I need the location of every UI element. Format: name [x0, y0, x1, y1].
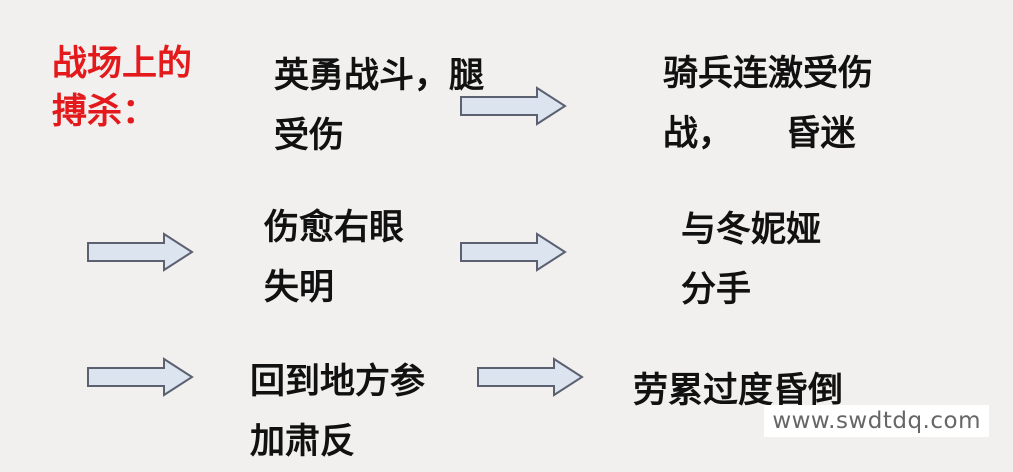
node-line: 回到地方参: [250, 362, 426, 402]
arrow-4-right-block-arrow-icon: [87, 357, 194, 397]
node-line: 战， 昏迷: [663, 114, 856, 154]
node-line: 失明: [264, 268, 335, 308]
node-line: 分手: [681, 270, 752, 310]
diagram-title: 战场上的 搏杀：: [52, 40, 192, 136]
title-line-2: 搏杀：: [52, 92, 158, 132]
arrow-2-right-block-arrow-icon: [87, 232, 194, 272]
node-line: 加肃反: [250, 422, 356, 462]
node-line: 骑兵连激受伤: [663, 54, 874, 94]
watermark: www.swdtdq.com: [764, 405, 989, 437]
node-return-local: 回到地方参 加肃反: [250, 352, 425, 472]
node-line: 伤愈右眼: [264, 208, 405, 248]
node-brave-fight: 英勇战斗，腿 受伤: [274, 46, 484, 166]
node-break-up: 与冬妮娅 分手: [681, 200, 821, 320]
node-exhausted-faint: 劳累过度昏倒: [633, 361, 843, 421]
node-line: 劳累过度昏倒: [633, 371, 844, 411]
node-line: 与冬妮娅: [681, 210, 822, 250]
arrow-3-right-block-arrow-icon: [460, 232, 567, 272]
node-line: 受伤: [274, 116, 345, 156]
node-eye-blind: 伤愈右眼 失明: [264, 198, 404, 318]
node-line: 英勇战斗，腿: [274, 56, 485, 96]
arrow-5-right-block-arrow-icon: [477, 357, 584, 397]
arrow-1-right-block-arrow-icon: [460, 86, 567, 126]
node-cavalry-battle: 骑兵连激受伤 战， 昏迷: [663, 44, 873, 164]
title-line-1: 战场上的: [52, 44, 193, 84]
